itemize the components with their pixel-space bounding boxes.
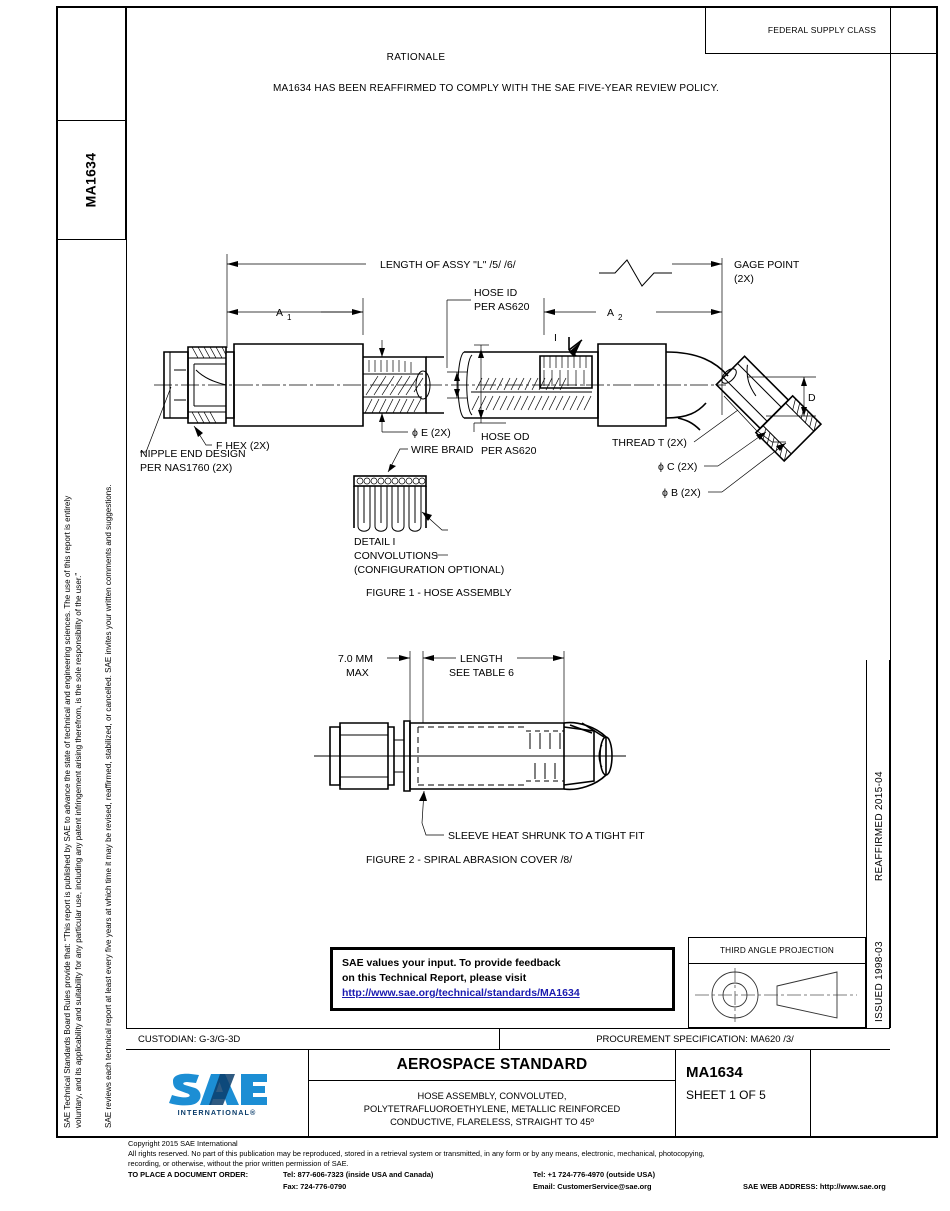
document-title: HOSE ASSEMBLY, CONVOLUTED, POLYTETRAFLUO… xyxy=(309,1081,675,1138)
footer-email: Email: CustomerService@sae.org xyxy=(533,1181,652,1191)
label-a2: A xyxy=(607,307,614,319)
feedback-box: SAE values your input. To provide feedba… xyxy=(330,947,675,1011)
sae-logo: INTERNATIONAL® xyxy=(165,1071,269,1117)
label-phi-e-value: E (2X) xyxy=(421,427,451,439)
feedback-link[interactable]: http://www.sae.org/technical/standards/M… xyxy=(342,987,580,999)
label-nipple-end-design: NIPPLE END DESIGN xyxy=(140,448,246,460)
document-number: MA1634 xyxy=(686,1064,743,1081)
label-see-table-6: SEE TABLE 6 xyxy=(449,667,514,679)
label-gage-point-2x: (2X) xyxy=(734,273,754,285)
third-angle-projection-title: THIRD ANGLE PROJECTION xyxy=(689,938,865,964)
frame-inner-right-rule xyxy=(890,6,891,1028)
footer-tel-outside: Tel: +1 724-776-4970 (outside USA) xyxy=(533,1170,656,1179)
figure-1-hose-assembly: LENGTH OF ASSY "L" /5/ /6/ GAGE POINT (2… xyxy=(126,240,866,620)
label-phi-c-value: C (2X) xyxy=(667,461,697,473)
label-configuration-optional: (CONFIGURATION OPTIONAL) xyxy=(354,564,504,576)
label-phi-e: ϕ xyxy=(412,427,418,439)
label-a1: A xyxy=(276,307,283,319)
legal-paragraph-1-line-1: SAE Technical Standards Board Rules prov… xyxy=(63,495,72,1128)
rationale-body: MA1634 HAS BEEN REAFFIRMED TO COMPLY WIT… xyxy=(272,83,719,94)
footer-spacer-1 xyxy=(743,1170,918,1181)
label-a2-subscript: 2 xyxy=(618,313,623,322)
footer-spacer-2 xyxy=(128,1182,283,1193)
procurement-specification-cell: PROCUREMENT SPECIFICATION: MA620 /3/ xyxy=(596,1033,794,1045)
frame-inner-left-rule xyxy=(126,6,127,1028)
label-hose-id: HOSE ID xyxy=(474,287,518,299)
footer-order-row-1: TO PLACE A DOCUMENT ORDER: Tel: 877-606-… xyxy=(128,1170,918,1181)
stub-box-document-number: MA1634 xyxy=(56,121,126,240)
figure-2-spiral-abrasion-cover: 7.0 MM MAX LENGTH SEE TABLE 6 SLEEVE HEA… xyxy=(126,645,866,885)
label-a1-subscript: 1 xyxy=(287,313,292,322)
title-block-center: AEROSPACE STANDARD HOSE ASSEMBLY, CONVOL… xyxy=(309,1050,676,1138)
stub-box-top xyxy=(56,6,126,121)
footer-rights-line-1: All rights reserved. No part of this pub… xyxy=(128,1149,705,1158)
stub-document-number: MA1634 xyxy=(82,152,99,208)
feedback-line-2: on this Technical Report, please visit xyxy=(342,972,527,984)
custodian-cell: CUSTODIAN: G-3/G-3D xyxy=(126,1029,500,1049)
figure-1-caption: FIGURE 1 - HOSE ASSEMBLY xyxy=(366,587,512,599)
document-title-line-3: CONDUCTIVE, FLARELESS, STRAIGHT TO 45º xyxy=(390,1117,594,1127)
third-angle-projection-box: THIRD ANGLE PROJECTION xyxy=(688,937,866,1028)
label-7mm-max: 7.0 MM xyxy=(338,653,373,665)
label-detail-i-callout: I xyxy=(554,332,557,344)
custodian-row: CUSTODIAN: G-3/G-3D PROCUREMENT SPECIFIC… xyxy=(126,1028,890,1050)
label-hose-od-spec: PER AS620 xyxy=(481,445,537,457)
label-max: MAX xyxy=(346,667,369,679)
label-hose-od: HOSE OD xyxy=(481,431,530,443)
figure-2-caption: FIGURE 2 - SPIRAL ABRASION COVER /8/ xyxy=(366,854,572,866)
label-convolutions: CONVOLUTIONS xyxy=(354,550,438,562)
title-block-blank-cell xyxy=(811,1050,938,1138)
document-number-cell: MA1634 SHEET 1 OF 5 xyxy=(676,1050,811,1138)
label-nipple-end-spec: PER NAS1760 (2X) xyxy=(140,462,232,474)
title-block: INTERNATIONAL® AEROSPACE STANDARD HOSE A… xyxy=(126,1050,938,1138)
label-length-of-assy: LENGTH OF ASSY "L" /5/ /6/ xyxy=(380,259,516,271)
footer-tel-inside: Tel: 877-606-7323 (inside USA and Canada… xyxy=(283,1170,434,1179)
label-gage-point: GAGE POINT xyxy=(734,259,800,271)
sae-logo-cell: INTERNATIONAL® xyxy=(126,1050,309,1138)
legal-paragraph-2: SAE reviews each technical report at lea… xyxy=(104,484,113,1128)
rationale-heading: RATIONALE xyxy=(386,52,446,63)
footer-order-label: TO PLACE A DOCUMENT ORDER: xyxy=(128,1170,249,1179)
document-title-line-1: HOSE ASSEMBLY, CONVOLUTED, xyxy=(417,1091,567,1101)
label-d: D xyxy=(808,392,816,404)
label-phi-b: ϕ xyxy=(662,487,668,499)
document-title-line-2: POLYTETRAFLUOROETHYLENE, METALLIC REINFO… xyxy=(363,1104,621,1114)
label-wire-braid: WIRE BRAID xyxy=(411,444,474,456)
federal-supply-class-box: FEDERAL SUPPLY CLASS xyxy=(705,6,938,54)
standard-type: AEROSPACE STANDARD xyxy=(309,1050,675,1081)
federal-supply-class-label: FEDERAL SUPPLY CLASS xyxy=(767,24,877,35)
issued-date: ISSUED 1998-03 REAFFIRMED 2015-04 xyxy=(873,771,885,1022)
label-detail-i: DETAIL I xyxy=(354,536,395,548)
third-angle-projection-symbol xyxy=(689,964,865,1028)
label-length: LENGTH xyxy=(460,653,503,665)
date-strip: ISSUED 1998-03 REAFFIRMED 2015-04 xyxy=(866,660,890,1028)
footer-copyright: Copyright 2015 SAE International xyxy=(128,1139,238,1148)
footer-order-row-2: Fax: 724-776-0790 Email: CustomerService… xyxy=(128,1182,918,1193)
footer-fax: Fax: 724-776-0790 xyxy=(283,1181,347,1191)
sae-logo-subtitle: INTERNATIONAL® xyxy=(177,1108,257,1117)
label-phi-b-value: B (2X) xyxy=(671,487,701,499)
label-f-hex: F HEX (2X) xyxy=(216,440,270,452)
footer-rights-line-2: recording, or otherwise, without the pri… xyxy=(128,1159,349,1168)
feedback-line-1: SAE values your input. To provide feedba… xyxy=(342,957,561,969)
footer-web: SAE WEB ADDRESS: http://www.sae.org xyxy=(743,1181,886,1191)
legal-paragraph-1-line-2: voluntary, and its applicability and sui… xyxy=(74,572,83,1128)
drawing-frame xyxy=(56,6,938,1138)
label-hose-id-spec: PER AS620 xyxy=(474,301,530,313)
footer: Copyright 2015 SAE International All rig… xyxy=(128,1139,918,1192)
label-phi-c: ϕ xyxy=(658,461,664,473)
label-thread-t: THREAD T (2X) xyxy=(612,437,687,449)
label-sleeve-heat-shrunk: SLEEVE HEAT SHRUNK TO A TIGHT FIT xyxy=(448,830,645,842)
sheet-number: SHEET 1 OF 5 xyxy=(686,1088,766,1102)
